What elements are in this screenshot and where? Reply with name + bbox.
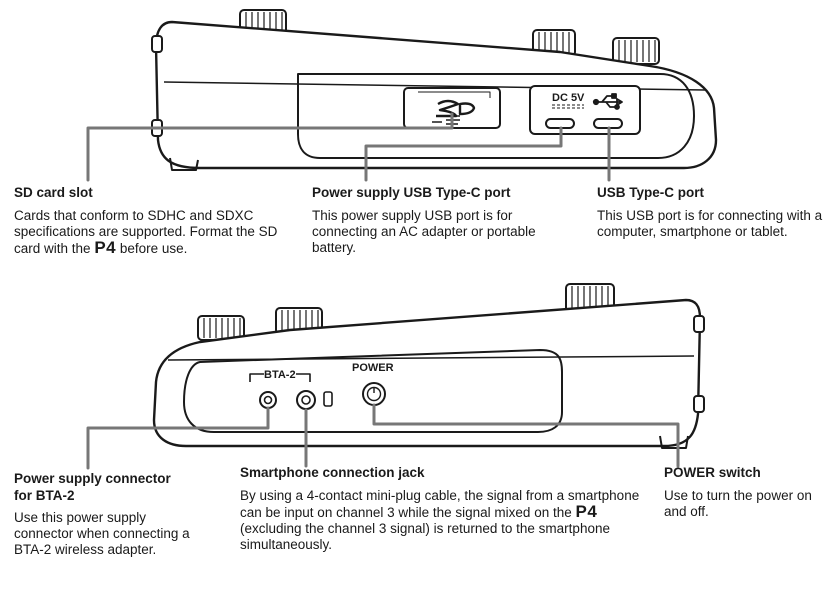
power-label: POWER xyxy=(352,362,394,374)
bottom-device-body xyxy=(152,283,705,449)
callout-desc: Cards that conform to SDHC and SDXC spec… xyxy=(14,208,278,257)
model-name: P4 xyxy=(575,502,598,521)
callout-title: Smartphone connection jack xyxy=(240,465,425,480)
model-name: P4 xyxy=(94,238,117,257)
usb-trident-icon xyxy=(592,93,623,110)
callout-desc: Use to turn the power on and off. xyxy=(664,488,812,519)
callout-power-supply-usb-c: Power supply USB Type-C port This power … xyxy=(312,184,562,256)
leader-lines xyxy=(86,112,680,470)
callout-usb-c-port: USB Type-C port This USB port is for con… xyxy=(597,184,829,240)
callout-title: POWER switch xyxy=(664,465,761,480)
callout-smartphone-jack: Smartphone connection jack By using a 4-… xyxy=(240,464,650,553)
callout-power-switch: POWER switch Use to turn the power on an… xyxy=(664,464,829,520)
callout-desc: By using a 4-contact mini-plug cable, th… xyxy=(240,488,640,552)
bta2-label: BTA-2 xyxy=(264,369,296,381)
callout-title: Power supply USB Type-C port xyxy=(312,185,511,200)
leader-power xyxy=(372,403,680,468)
leader-power-usb xyxy=(364,126,563,182)
callout-title: SD card slot xyxy=(14,185,93,200)
callout-sd-card-slot: SD card slot Cards that conform to SDHC … xyxy=(14,184,286,257)
callout-bta2-connector: Power supply connector for BTA-2 Use thi… xyxy=(14,470,214,558)
dc-5v-label: DC 5V xyxy=(552,92,585,104)
top-device-body xyxy=(151,9,718,171)
callout-desc: This power supply USB port is for connec… xyxy=(312,208,536,255)
callout-desc: This USB port is for connecting with a c… xyxy=(597,208,823,239)
leader-sd xyxy=(86,112,454,182)
leader-bta2 xyxy=(86,406,270,470)
callout-desc: Use this power supply connector when con… xyxy=(14,510,190,557)
callout-title: Power supply connector for BTA-2 xyxy=(14,471,171,503)
callout-title: USB Type-C port xyxy=(597,185,704,200)
